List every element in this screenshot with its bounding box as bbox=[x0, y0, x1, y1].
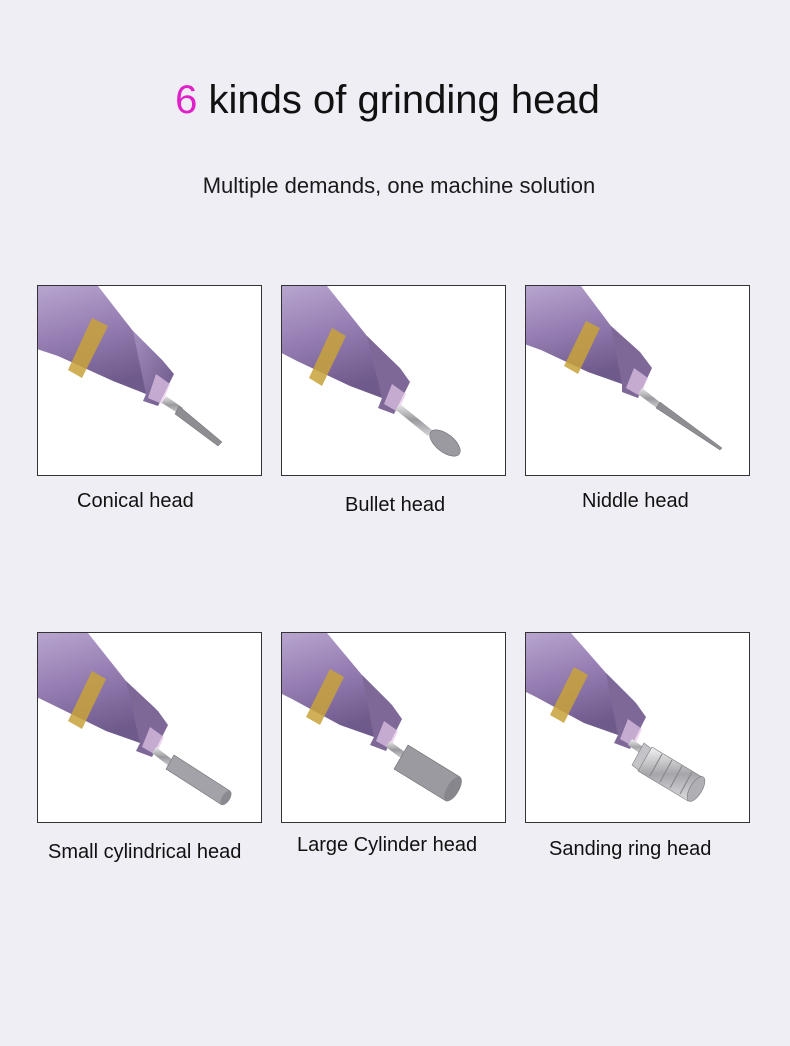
bullet-head-image bbox=[282, 286, 461, 457]
head-card-needle bbox=[525, 285, 750, 476]
page-title: 6 kinds of grinding head bbox=[0, 72, 775, 128]
sanding-ring-bit-icon bbox=[628, 739, 706, 802]
head-label-bullet: Bullet head bbox=[345, 494, 446, 516]
needle-bit-icon bbox=[638, 388, 723, 451]
head-card-bullet bbox=[281, 285, 506, 476]
head-label-needle: Niddle head bbox=[582, 490, 689, 512]
head-card-conical bbox=[37, 285, 262, 476]
head-label-large-cylinder: Large Cylinder head bbox=[297, 834, 478, 856]
handpiece-icon bbox=[526, 633, 646, 749]
title-number: 6 bbox=[175, 78, 198, 122]
handpiece-icon bbox=[38, 633, 168, 757]
small-cylinder-head-image bbox=[38, 633, 232, 806]
head-card-sanding-ring bbox=[525, 632, 750, 823]
handpiece-icon bbox=[526, 286, 652, 398]
handpiece-icon bbox=[282, 633, 402, 751]
sanding-ring-head-image bbox=[526, 633, 706, 802]
cone-bit-icon bbox=[162, 396, 223, 447]
page-subtitle: Multiple demands, one machine solution bbox=[202, 173, 596, 198]
title-text: kinds of grinding head bbox=[197, 78, 600, 122]
head-label-conical: Conical head bbox=[77, 490, 194, 512]
small-cylinder-bit-icon bbox=[152, 747, 232, 806]
bullet-bit-icon bbox=[396, 404, 461, 457]
needle-head-image bbox=[526, 286, 723, 451]
handpiece-icon bbox=[282, 286, 410, 414]
large-cylinder-bit-icon bbox=[386, 741, 462, 802]
head-card-large-cylinder bbox=[281, 632, 506, 823]
head-label-sanding-ring: Sanding ring head bbox=[549, 838, 712, 860]
large-cylinder-head-image bbox=[282, 633, 462, 802]
conical-head-image bbox=[38, 286, 223, 447]
head-label-small-cylinder: Small cylindrical head bbox=[48, 841, 242, 863]
handpiece-icon bbox=[38, 286, 174, 406]
head-card-small-cylinder bbox=[37, 632, 262, 823]
